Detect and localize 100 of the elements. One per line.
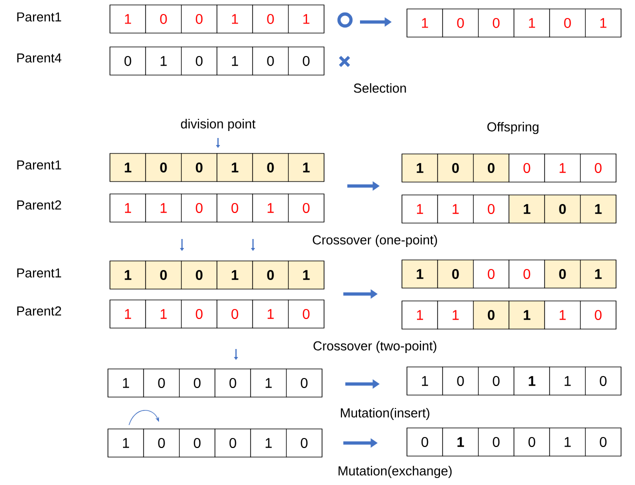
caption-text: Offspring	[487, 122, 538, 134]
gene-cell: 0	[473, 260, 510, 288]
caption-text: Crossover (one-point)	[312, 234, 438, 248]
gene-cell: 0	[145, 260, 182, 290]
gene-cell: 0	[585, 366, 622, 396]
gene-cell: 1	[402, 260, 438, 288]
gene-cell: 0	[580, 154, 616, 182]
gene-cell: 0	[252, 4, 289, 34]
selected-mark	[337, 12, 353, 28]
gene-cell: 1	[514, 366, 550, 396]
gene-cell: 0	[585, 428, 622, 456]
gene-cell: 0	[288, 300, 324, 328]
gene-cell: 1	[585, 8, 622, 38]
caption-text: Selection	[354, 83, 406, 93]
gene-cell: 0	[286, 368, 322, 398]
gene-cell: 0	[252, 46, 289, 76]
caption-text: Mutation(insert)	[340, 408, 430, 420]
gene-cell: 1	[514, 8, 550, 38]
gene-cell: 1	[580, 260, 616, 288]
gene-cell: 0	[508, 260, 545, 288]
gene-cell: 0	[478, 366, 514, 396]
gene-cell: 1	[288, 260, 324, 290]
gene-cell: 0	[437, 260, 474, 288]
gene-cell: 0	[473, 154, 510, 182]
gene-cell: 1	[110, 260, 146, 290]
gene-cell: 1	[437, 300, 474, 330]
gene-cell: 1	[288, 153, 324, 182]
gene-cell: 0	[544, 194, 581, 224]
gene-cell: 1	[288, 4, 324, 34]
gene-cell: 1	[406, 366, 443, 396]
gene-cell: 1	[110, 300, 146, 328]
gene-cell: 0	[214, 428, 251, 458]
row-label: Parent4	[17, 53, 62, 63]
gene-cell: 0	[252, 153, 289, 182]
gene-cell: 0	[514, 428, 550, 456]
gene-cell: 0	[181, 4, 218, 34]
gene-cell: 0	[406, 428, 443, 456]
gene-cell: 1	[108, 428, 144, 458]
gene-cell: 0	[442, 8, 479, 38]
gene-cell: 0	[288, 194, 324, 222]
gene-cell: 1	[437, 194, 474, 224]
gene-cell: 0	[288, 46, 324, 76]
gene-cell: 0	[145, 4, 182, 34]
gene-cell: 0	[478, 8, 514, 38]
gene-cell: 0	[143, 368, 180, 398]
gene-cell: 1	[508, 194, 545, 224]
gene-cell: 1	[402, 194, 438, 224]
gene-cell: 1	[252, 300, 289, 328]
gene-cell: 1	[549, 366, 586, 396]
gene-cell: 1	[402, 154, 438, 182]
gene-cell: 0	[508, 154, 545, 182]
gene-cell: 0	[252, 260, 289, 290]
gene-cell: 1	[406, 8, 443, 38]
gene-cell: 1	[252, 194, 289, 222]
gene-cell: 0	[181, 260, 218, 290]
gene-cell: 1	[145, 46, 182, 76]
gene-cell: 1	[216, 46, 253, 76]
gene-cell: 0	[473, 300, 510, 330]
caption-text: Crossover (two-point)	[314, 340, 436, 354]
row-label: Parent2	[17, 200, 62, 210]
gene-cell: 0	[181, 153, 218, 182]
gene-cell: 0	[214, 368, 251, 398]
caption-text: division point	[180, 118, 256, 132]
gene-cell: 0	[544, 260, 581, 288]
gene-cell: 1	[580, 194, 616, 224]
gene-cell: 1	[549, 428, 586, 456]
gene-cell: 0	[181, 300, 218, 328]
gene-cell: 1	[442, 428, 479, 456]
row-label: Parent1	[17, 160, 62, 170]
gene-cell: 0	[110, 46, 146, 76]
gene-cell: 0	[286, 428, 322, 458]
gene-cell: 0	[549, 8, 586, 38]
caption-text: Mutation(exchange)	[338, 466, 452, 478]
gene-cell: 0	[179, 428, 216, 458]
gene-cell: 1	[216, 260, 253, 290]
gene-cell: 1	[508, 300, 545, 330]
gene-cell: 0	[580, 300, 616, 330]
gene-cell: 1	[145, 300, 182, 328]
gene-cell: 0	[216, 194, 253, 222]
gene-cell: 0	[181, 46, 218, 76]
gene-cell: 0	[478, 428, 514, 456]
gene-cell: 0	[216, 300, 253, 328]
gene-cell: 1	[250, 428, 287, 458]
row-label: Parent2	[17, 306, 62, 316]
gene-cell: 1	[108, 368, 144, 398]
gene-cell: 0	[442, 366, 479, 396]
gene-cell: 0	[437, 154, 474, 182]
gene-cell: 0	[181, 194, 218, 222]
gene-cell: 1	[145, 194, 182, 222]
gene-cell: 1	[110, 194, 146, 222]
gene-cell: 1	[544, 154, 581, 182]
row-label: Parent1	[17, 12, 62, 22]
gene-cell: 0	[179, 368, 216, 398]
gene-cell: 1	[402, 300, 438, 330]
gene-cell: 1	[110, 153, 146, 182]
row-label: Parent1	[17, 268, 62, 278]
gene-cell: 0	[143, 428, 180, 458]
gene-cell: 1	[216, 153, 253, 182]
gene-cell: 0	[473, 194, 510, 224]
gene-cell: 1	[110, 4, 146, 34]
